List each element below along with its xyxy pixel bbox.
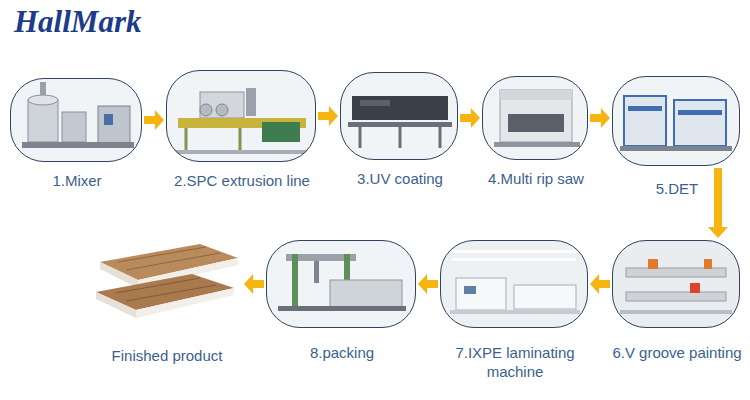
det-picture [612,76,740,166]
step-label: Finished product [112,346,223,365]
ixpe-picture [440,240,588,328]
logo-text: HallMark [14,4,141,40]
process-box: 1.Mixer [10,78,142,162]
rip-saw-picture [482,76,588,160]
packing-picture [266,240,416,328]
flow-arrow [590,108,610,128]
process-box: 3.UV coating [340,72,458,160]
flow-arrow [418,274,438,294]
process-box: 8.packing [266,240,416,328]
process-box: 6.V groove painting [612,240,740,328]
flow-arrow [144,110,164,130]
process-box: 4.Multi rip saw [482,76,588,160]
step-label: 7.IXPE laminating machine [445,343,585,381]
mixer-picture [10,78,142,162]
flow-arrow [708,168,728,238]
step-label: 8.packing [310,343,374,362]
flow-arrow [590,274,610,294]
flow-arrow [460,108,480,128]
v-groove-picture [612,240,740,328]
extrusion-line-picture [166,70,316,162]
step-label: 4.Multi rip saw [488,169,584,188]
step-label: 1.Mixer [52,171,101,190]
process-box: 7.IXPE laminating machine [440,240,588,328]
step-label: 2.SPC extrusion line [174,171,310,190]
process-box: 2.SPC extrusion line [166,70,316,162]
step-label: 6.V groove painting [612,343,741,362]
floor-plank-picture [96,244,238,318]
process-box: 5.DET [612,76,740,166]
step-label: 3.UV coating [357,169,443,188]
product-box: Finished product [92,238,242,330]
flow-arrow [318,106,338,126]
step-label: 5.DET [656,179,699,198]
uv-coating-picture [340,72,458,160]
flow-arrow [244,274,264,294]
